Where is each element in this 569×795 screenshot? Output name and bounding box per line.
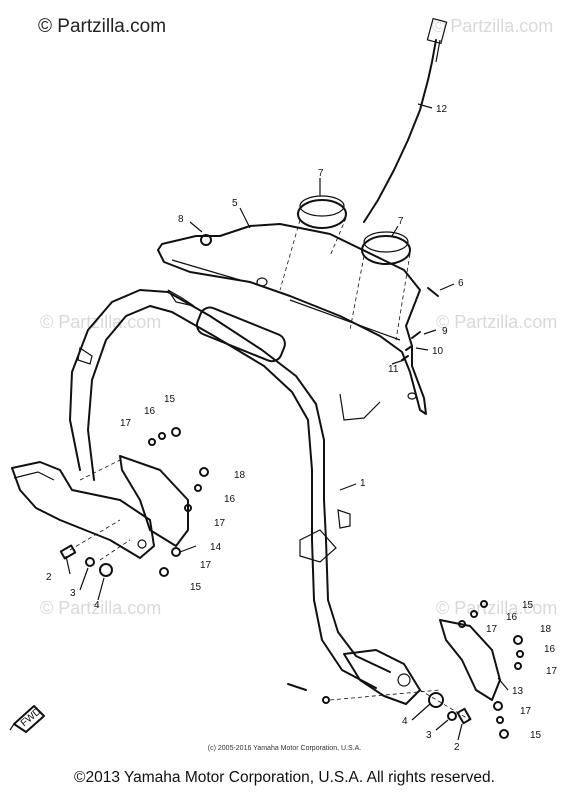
watermark-faint: © Partzilla.com <box>432 16 554 36</box>
callout-18: 18 <box>540 624 552 635</box>
meter-gauges <box>279 195 411 341</box>
diagram-copyright: (c) 2005-2016 Yamaha Motor Corporation, … <box>207 745 362 752</box>
callout-18: 18 <box>234 470 246 481</box>
watermark-faint: © Partzilla.com <box>436 312 558 332</box>
callout-8: 8 <box>178 214 184 225</box>
callout-3: 3 <box>70 588 76 599</box>
callout-17: 17 <box>486 624 498 635</box>
watermark-faint: © Partzilla.com <box>40 598 162 618</box>
watermark-top: © Partzilla.com <box>38 16 167 37</box>
callout-17: 17 <box>520 706 532 717</box>
right-mount-bracket <box>329 619 501 721</box>
callout-17: 17 <box>546 666 558 677</box>
callout-2: 2 <box>454 742 460 753</box>
handlebar-frame <box>69 289 391 689</box>
callout-16: 16 <box>506 612 518 623</box>
callout-12: 12 <box>436 104 448 115</box>
fasteners <box>59 234 524 739</box>
left-mount-bracket <box>11 455 189 561</box>
callout-7: 7 <box>398 216 404 227</box>
callout-9: 9 <box>442 326 448 337</box>
watermark-faint: © Partzilla.com <box>436 598 558 618</box>
forward-arrow <box>9 705 45 733</box>
callout-1: 1 <box>360 478 366 489</box>
callout-10: 10 <box>432 346 444 357</box>
callout-15: 15 <box>190 582 202 593</box>
callout-15: 15 <box>522 600 534 611</box>
watermark-faint: © Partzilla.com <box>40 312 162 332</box>
callout-17: 17 <box>200 560 212 571</box>
callout-13: 13 <box>512 686 524 697</box>
meter-bracket <box>157 223 427 421</box>
callout-4: 4 <box>402 716 408 727</box>
speedometer-cable <box>363 17 448 223</box>
callout-7: 7 <box>318 168 324 179</box>
callout-11: 11 <box>388 364 399 375</box>
footer-copyright: ©2013 Yamaha Motor Corporation, U.S.A. A… <box>74 769 495 786</box>
callout-15: 15 <box>164 394 176 405</box>
fwd-label: FWD <box>19 706 44 729</box>
callout-16: 16 <box>144 406 156 417</box>
callout-14: 14 <box>210 542 222 553</box>
callout-4: 4 <box>94 600 100 611</box>
callout-16: 16 <box>224 494 236 505</box>
callout-17: 17 <box>120 418 132 429</box>
callout-15: 15 <box>530 730 542 741</box>
callout-17: 17 <box>214 518 226 529</box>
callout-3: 3 <box>426 730 432 741</box>
callout-numbers: 12 7 7 8 5 6 9 10 11 1 15 16 17 18 16 17… <box>19 104 558 753</box>
callout-5: 5 <box>232 198 238 209</box>
callout-16: 16 <box>544 644 556 655</box>
leader-lines <box>65 103 509 741</box>
callout-2: 2 <box>46 572 52 583</box>
callout-6: 6 <box>458 278 464 289</box>
